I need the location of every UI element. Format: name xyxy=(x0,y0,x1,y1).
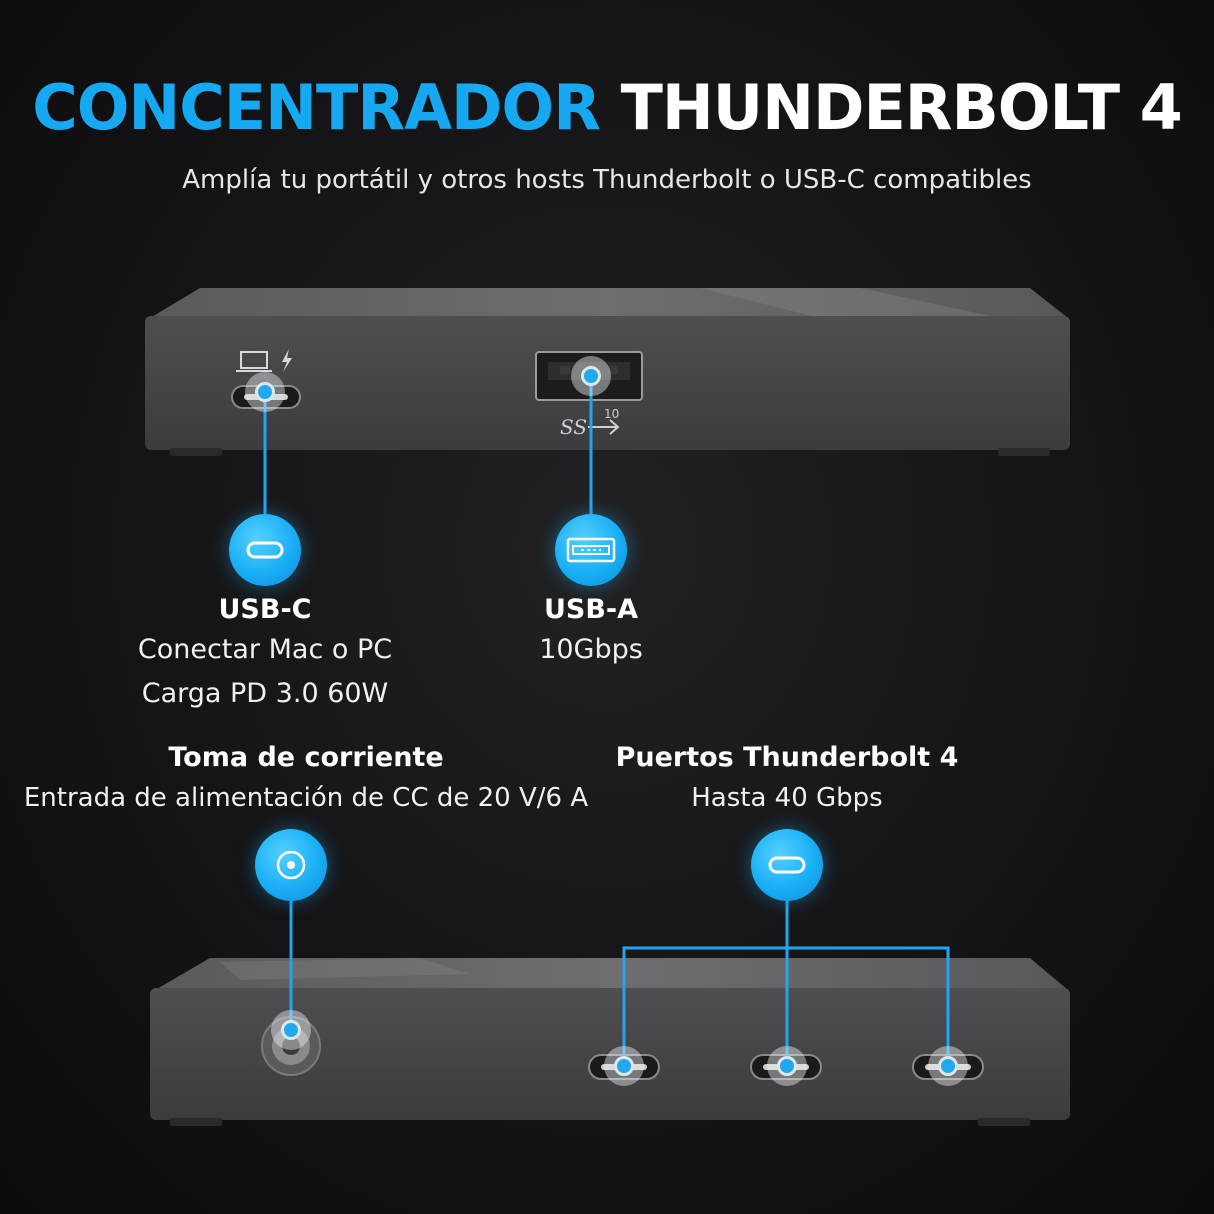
thunderbolt-badge xyxy=(751,829,823,901)
usb-c-desc-1: Conectar Mac o PC xyxy=(137,634,393,665)
surface-reflection xyxy=(220,958,470,980)
hub-foot xyxy=(998,448,1050,456)
ss-logo: SS xyxy=(560,415,587,439)
hub-top-surface xyxy=(155,958,1068,990)
usb-a-icon xyxy=(566,537,616,563)
hub-top-surface xyxy=(150,288,1068,318)
hub-foot xyxy=(170,1118,222,1126)
usb-c-desc-2: Carga PD 3.0 60W xyxy=(141,678,389,709)
page-subtitle: Amplía tu portátil y otros hosts Thunder… xyxy=(182,165,1032,195)
power-desc-1: Entrada de alimentación de CC de 20 V/6 … xyxy=(23,783,589,813)
usb-a-badge xyxy=(555,514,627,586)
thunderbolt-label: Puertos Thunderbolt 4 Hasta 40 Gbps xyxy=(587,740,987,820)
usb-c-label: USB-C Conectar Mac o PC Carga PD 3.0 60W xyxy=(115,592,415,716)
port-marker-tb4-2 xyxy=(777,1056,797,1076)
page-title: CONCENTRADOR THUNDERBOLT 4 xyxy=(0,68,1214,148)
title-rest: THUNDERBOLT 4 xyxy=(620,71,1183,144)
title-accent: CONCENTRADOR xyxy=(32,71,601,144)
thunderbolt-desc-1: Hasta 40 Gbps xyxy=(691,783,883,813)
usb-a-label: USB-A 10Gbps xyxy=(461,592,721,672)
port-marker-usba xyxy=(581,366,601,386)
usb-c-badge xyxy=(229,514,301,586)
usb-c-icon xyxy=(246,541,284,559)
usb-c-name: USB-C xyxy=(218,594,312,625)
port-marker-power xyxy=(281,1020,301,1040)
usb-c-icon xyxy=(768,856,806,874)
power-name: Toma de corriente xyxy=(168,742,444,773)
power-badge xyxy=(255,829,327,901)
thunderbolt-icon xyxy=(282,349,292,372)
port-marker-tb4-3 xyxy=(938,1056,958,1076)
surface-reflection xyxy=(700,288,1000,318)
thunderbolt-name: Puertos Thunderbolt 4 xyxy=(615,742,959,773)
usb-a-speed-marking: 10 xyxy=(604,407,619,421)
usb-a-desc-1: 10Gbps xyxy=(539,634,643,665)
usb-trident-icon xyxy=(588,419,620,435)
laptop-icon xyxy=(236,351,272,372)
port-marker-tb4-1 xyxy=(614,1056,634,1076)
dc-power-icon xyxy=(276,850,306,880)
usb-a-name: USB-A xyxy=(543,594,639,625)
port-marker-usbc xyxy=(255,382,275,402)
hub-bottom-view xyxy=(150,958,1070,1126)
hub-foot xyxy=(978,1118,1030,1126)
power-label: Toma de corriente Entrada de alimentació… xyxy=(0,740,612,820)
hub-foot xyxy=(170,448,222,456)
